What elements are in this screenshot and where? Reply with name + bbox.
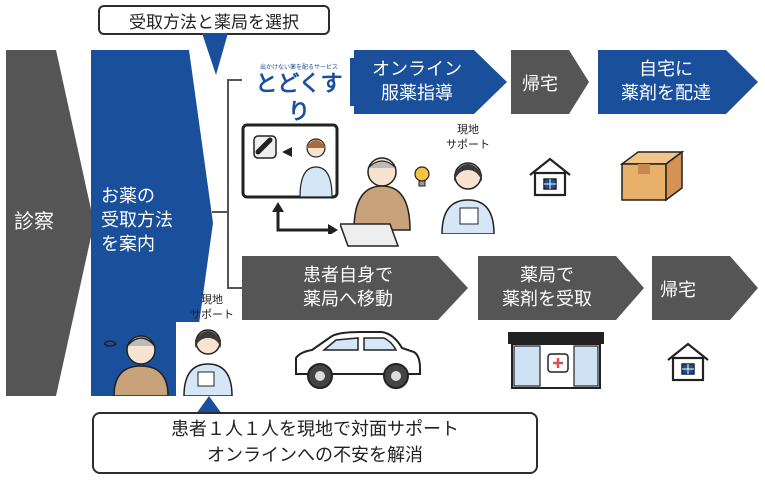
patient-with-laptop-illustration bbox=[340, 157, 411, 247]
bottom-callout-line-1: 患者１人１人を現地で対面サポート bbox=[171, 419, 459, 440]
guide-column-shape bbox=[91, 50, 213, 396]
receive-at-pharmacy-arrow bbox=[478, 256, 644, 320]
go-to-pharmacy-label: 患者自身で 薬局へ移動 bbox=[268, 264, 428, 312]
return-home-label-pharmacy: 帰宅 bbox=[660, 280, 696, 301]
local-support-label-online: 現地 サポート bbox=[446, 122, 490, 152]
go-to-pharmacy-line-2: 薬局へ移動 bbox=[303, 289, 393, 310]
receive-at-pharmacy-label: 薬局で 薬剤を受取 bbox=[482, 264, 612, 312]
return-home-label-online: 帰宅 bbox=[522, 74, 558, 95]
local-support-online-line-2: サポート bbox=[446, 138, 490, 151]
guide-line-1: お薬の bbox=[101, 186, 155, 207]
local-support-online-line-1: 現地 bbox=[457, 123, 479, 136]
home-delivery-line-1: 自宅に bbox=[639, 59, 693, 80]
local-support-line-1: 現地 bbox=[201, 293, 223, 306]
logo-brand: とどくすり bbox=[255, 72, 343, 125]
package-box-icon bbox=[619, 150, 684, 202]
home-delivery-arrow bbox=[598, 50, 758, 114]
receive-at-pharmacy-line-1: 薬局で bbox=[520, 265, 574, 286]
go-to-pharmacy-arrow bbox=[242, 256, 468, 320]
online-guidance-label: オンライン 服薬指導 bbox=[362, 58, 472, 106]
lightbulb-icon bbox=[414, 166, 430, 187]
connector-to-online-row bbox=[212, 79, 242, 213]
bottom-callout-line-2: オンラインへの不安を解消 bbox=[207, 445, 423, 466]
support-staff-illustration-left bbox=[176, 322, 240, 396]
support-staff-illustration-online bbox=[441, 162, 495, 234]
house-icon-online bbox=[529, 157, 571, 197]
top-callout-pointer bbox=[202, 33, 228, 75]
video-call-illustration bbox=[241, 123, 339, 234]
guide-line-3: を案内 bbox=[101, 234, 155, 255]
return-home-arrow-pharmacy bbox=[652, 256, 758, 320]
guide-line-2: 受取方法 bbox=[101, 210, 173, 231]
online-guidance-arrow bbox=[350, 50, 507, 114]
local-support-label-left: 現地 サポート bbox=[190, 292, 234, 322]
bottom-callout-pointer bbox=[196, 396, 222, 414]
online-guidance-line-1: オンライン bbox=[372, 59, 462, 80]
logo-tagline: 出かけない薬を配るサービス bbox=[259, 64, 338, 71]
bottom-callout: 患者１人１人を現地で対面サポート オンラインへの不安を解消 bbox=[92, 412, 538, 474]
top-callout: 受取方法と薬局を選択 bbox=[98, 5, 330, 35]
guide-text: お薬の 受取方法 を案内 bbox=[101, 185, 173, 257]
car-icon bbox=[295, 331, 421, 389]
pharmacy-building-icon bbox=[508, 332, 604, 389]
receive-at-pharmacy-line-2: 薬剤を受取 bbox=[502, 289, 592, 310]
home-delivery-label: 自宅に 薬剤を配達 bbox=[604, 58, 728, 106]
shinsatsu-arrow-shape bbox=[6, 50, 94, 396]
connector-to-pharmacy-row bbox=[227, 212, 242, 289]
home-delivery-line-2: 薬剤を配達 bbox=[621, 83, 711, 104]
todokusuri-logo: 出かけない薬を配るサービス とどくすり bbox=[246, 56, 352, 125]
return-home-arrow-online bbox=[511, 50, 589, 114]
go-to-pharmacy-line-1: 患者自身で bbox=[303, 265, 393, 286]
online-guidance-line-2: 服薬指導 bbox=[381, 83, 453, 104]
top-callout-text: 受取方法と薬局を選択 bbox=[129, 12, 299, 33]
shinsatsu-label: 診察 bbox=[14, 209, 54, 233]
elderly-patient-illustration bbox=[103, 335, 169, 396]
local-support-line-2: サポート bbox=[190, 308, 234, 321]
house-icon-pharmacy bbox=[667, 342, 709, 382]
